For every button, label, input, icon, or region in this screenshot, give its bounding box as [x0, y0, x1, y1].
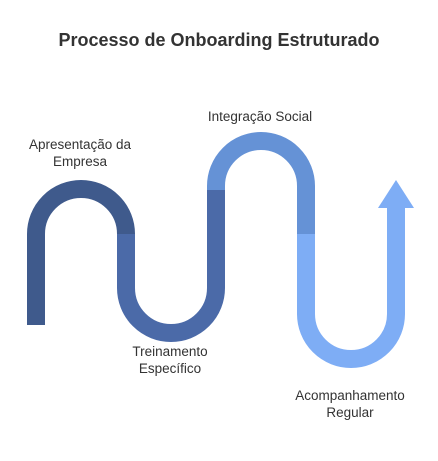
stage-2-segment [117, 188, 225, 342]
arrow-head-icon [378, 180, 414, 208]
step-label-integracao: Integração Social [207, 109, 313, 124]
diagram-title: Processo de Onboarding Estruturado [58, 30, 380, 50]
stage-3-segment [207, 132, 315, 234]
step-label-acompanhamento: Acompanhamento Regular [295, 388, 405, 420]
stage-1-segment [27, 180, 135, 325]
stage-4-segment [297, 205, 405, 368]
step-label-apresentacao: Apresentação da Empresa [28, 137, 132, 169]
step-label-treinamento: Treinamento Específico [132, 344, 208, 376]
